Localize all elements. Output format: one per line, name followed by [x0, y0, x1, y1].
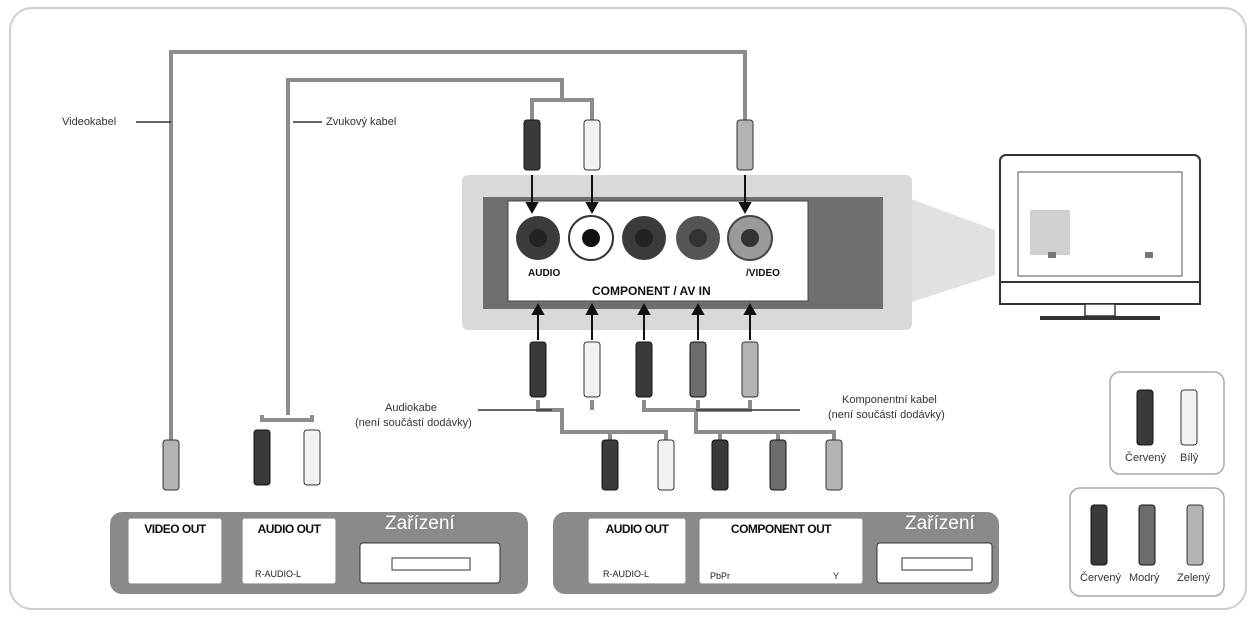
audio-cable2-label-2: (není součástí dodávky) — [355, 417, 472, 429]
video-out-box: VIDEO OUT — [128, 518, 222, 584]
legend-top-red: Červený — [1125, 452, 1166, 464]
video-cable-label: Videokabel — [62, 116, 117, 128]
legend-plugs — [1090, 389, 1204, 566]
tv-ports — [516, 215, 773, 261]
audio-out-box-left: AUDIO OUT R-AUDIO-L — [242, 518, 336, 584]
y-label: Y — [833, 571, 840, 581]
audio-sub-right: R-AUDIO-L — [603, 569, 650, 579]
component-cable-label-2: (není součástí dodávky) — [828, 409, 945, 421]
tv-monitor — [887, 154, 1201, 320]
left-device-dvd — [359, 542, 501, 584]
tv-audio-label: AUDIO — [528, 268, 561, 279]
device-right-title: Zařízení — [905, 513, 975, 534]
video-out-title: VIDEO OUT — [144, 522, 206, 536]
legend-bottom-blue: Modrý — [1129, 572, 1160, 584]
plugs-top — [523, 119, 754, 171]
audio-sub-left: R-AUDIO-L — [255, 569, 302, 579]
plugs-mid — [529, 341, 759, 398]
audio-cable-label: Zvukový kabel — [326, 116, 397, 128]
arrows — [525, 175, 757, 340]
audio-out-title-right: AUDIO OUT — [605, 522, 669, 536]
legend-top-white: Bílý — [1180, 452, 1199, 464]
component-cable-label-1: Komponentní kabel — [842, 394, 937, 406]
tv-panel-title: COMPONENT / AV IN — [592, 284, 711, 298]
outer-frame — [9, 7, 1247, 610]
cables — [169, 50, 836, 440]
audio-out-title-left: AUDIO OUT — [257, 522, 321, 536]
plugs-bottom — [162, 429, 843, 491]
device-left-title: Zařízení — [385, 513, 455, 534]
tv-video-label: /VIDEO — [746, 268, 780, 279]
legend-bottom-red: Červený — [1080, 572, 1121, 584]
component-out-title: COMPONENT OUT — [730, 522, 832, 536]
leader-lines — [136, 121, 800, 411]
pbpr-label: PbPr — [710, 571, 731, 581]
audio-cable2-label-1: Audiokabe — [385, 402, 437, 414]
component-out-box: COMPONENT OUT PbPr Y — [699, 518, 863, 584]
legend-bottom-green: Zelený — [1177, 572, 1211, 584]
audio-out-box-right: AUDIO OUT R-AUDIO-L — [588, 518, 686, 584]
right-device-dvd — [876, 542, 993, 584]
